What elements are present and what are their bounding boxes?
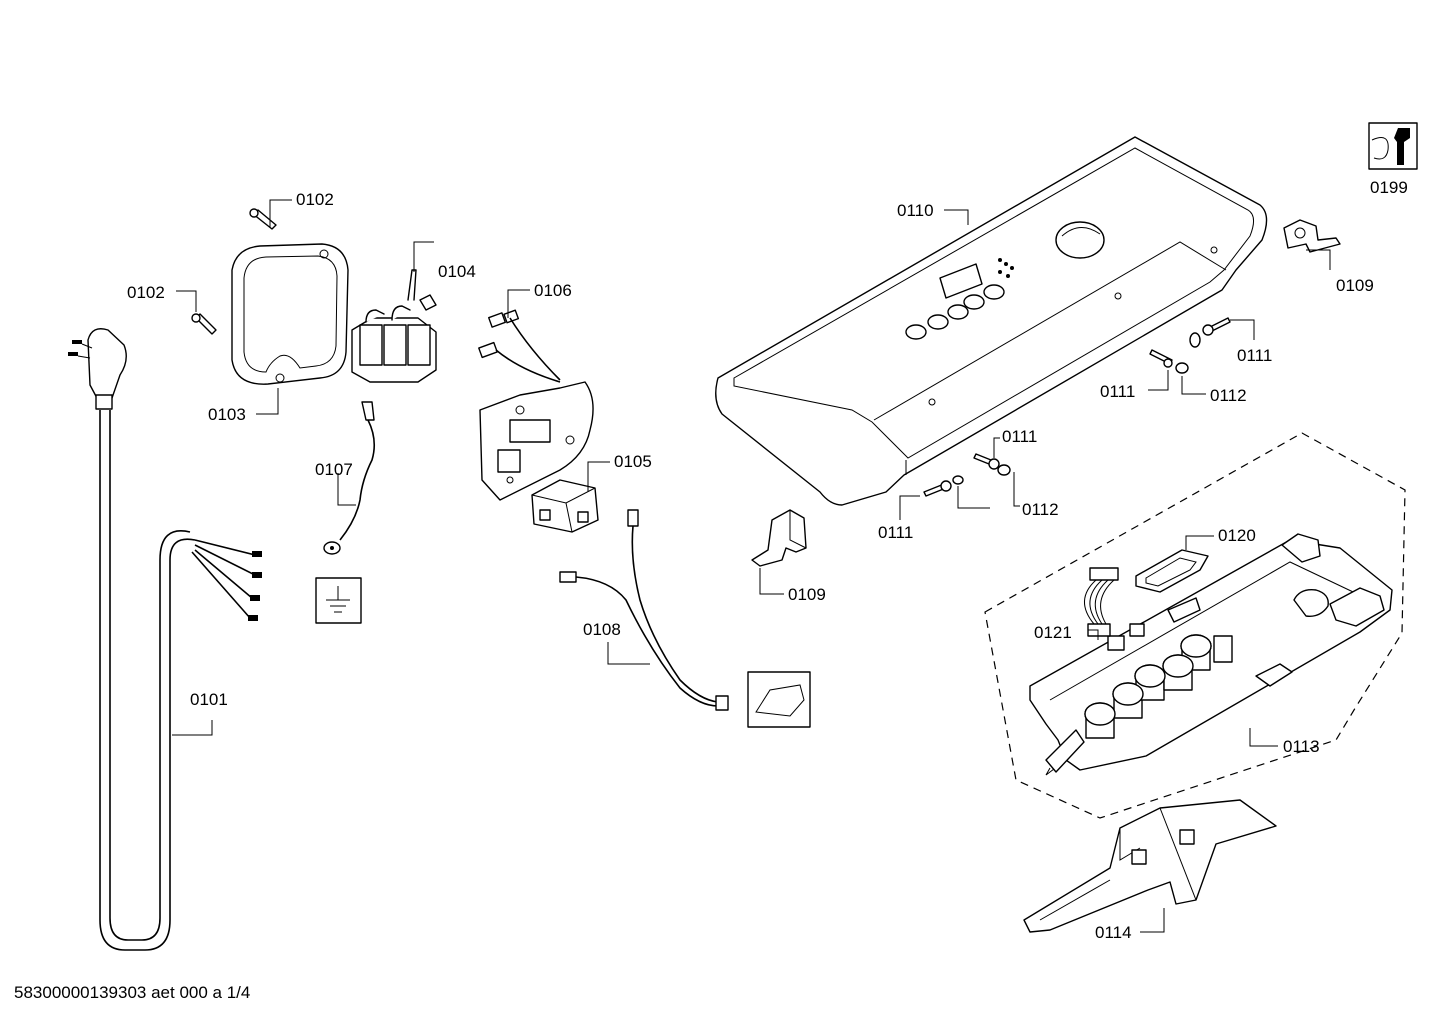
relay-icon: [531, 479, 599, 533]
label-0103: 0103: [208, 405, 246, 424]
label-0112-b: 0112: [1022, 500, 1059, 519]
label-0109-right: 0109: [1336, 276, 1374, 295]
label-0106: 0106: [534, 281, 572, 300]
wire-harness-icon: [559, 509, 811, 728]
control-panel-icon: [715, 136, 1268, 506]
bracket-icon: [1283, 219, 1341, 253]
power-cord-icon: [68, 328, 262, 951]
document-code-footer: 58300000139303 aet 000 a 1/4: [14, 983, 250, 1002]
bracket-icon: [751, 509, 807, 567]
washer-ring-icon: [952, 475, 964, 485]
label-0111-d: 0111: [878, 523, 913, 542]
label-0109-center: 0109: [788, 585, 826, 604]
bracket-icon: [1023, 799, 1277, 933]
screw-icon: [249, 208, 277, 230]
washer-ring-icon: [997, 464, 1011, 476]
label-0199: 0199: [1370, 178, 1408, 197]
screw-icon: [1202, 317, 1231, 336]
ground-wire-icon: [323, 401, 376, 555]
display-window-icon: [1135, 549, 1209, 593]
label-0120: 0120: [1218, 526, 1256, 545]
washer-ring-icon: [1175, 362, 1189, 374]
label-0104: 0104: [438, 262, 476, 281]
label-0111-c: 0111: [1002, 427, 1037, 446]
label-0102-left: 0102: [127, 283, 165, 302]
label-0102-top: 0102: [296, 190, 334, 209]
washer-ring-icon: [1189, 332, 1201, 348]
label-0114: 0114: [1095, 923, 1132, 942]
screw-icon: [973, 453, 1000, 470]
label-0108: 0108: [583, 620, 621, 639]
label-0111-b: 0111: [1100, 382, 1135, 401]
label-0105: 0105: [614, 452, 652, 471]
label-0113: 0113: [1283, 737, 1320, 756]
bracket-icon: [479, 381, 594, 501]
ground-symbol-icon: [315, 577, 362, 624]
label-0110: 0110: [897, 201, 934, 220]
label-0101: 0101: [190, 690, 228, 709]
junction-box-icon: [231, 243, 349, 385]
assembly-group-outline: [984, 432, 1406, 819]
screw-icon: [923, 480, 952, 497]
label-0121: 0121: [1034, 623, 1072, 642]
terminal-block-icon: [351, 269, 437, 383]
tool-wrench-icon: [1368, 122, 1418, 170]
screw-icon: [1149, 349, 1173, 368]
screw-icon: [191, 313, 217, 335]
ribbon-connector-icon: [1084, 567, 1119, 637]
label-0107: 0107: [315, 460, 353, 479]
label-0112-a: 0112: [1210, 386, 1247, 405]
wire-harness-icon: [478, 309, 561, 383]
label-0111-a: 0111: [1237, 346, 1272, 365]
circuit-board-icon: [1029, 533, 1393, 776]
